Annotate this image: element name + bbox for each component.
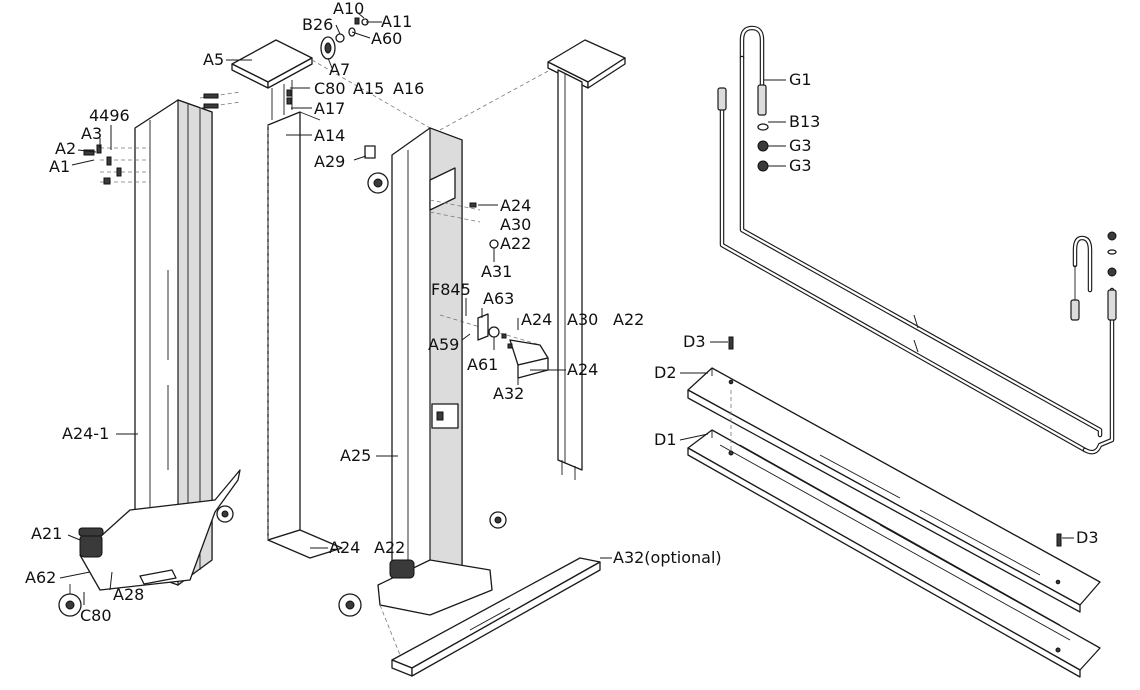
label-c80-top: C80 (314, 79, 346, 98)
label-g3-a: G3 (789, 136, 812, 155)
label-d3-a: D3 (683, 332, 706, 351)
label-f845: F845 (431, 280, 471, 299)
top-plate-a5 (231, 39, 313, 120)
label-a21: A21 (31, 524, 63, 543)
label-c80-bottom: C80 (80, 606, 112, 625)
label-4496: 4496 (89, 106, 130, 125)
label-a16: A16 (393, 79, 425, 98)
label-a22-b: A22 (613, 310, 645, 329)
pin-d3-top (728, 336, 734, 350)
label-a7: A7 (329, 60, 351, 79)
post-column-a24-1 (58, 99, 241, 617)
cover-panel-a14 (267, 111, 343, 559)
label-a32-optional: A32(optional) (613, 548, 722, 567)
label-a60: A60 (371, 29, 403, 48)
label-a10: A10 (333, 0, 365, 18)
label-a31: A31 (481, 262, 513, 281)
label-a63: A63 (483, 289, 515, 308)
label-a5: A5 (203, 50, 225, 69)
label-b13: B13 (789, 112, 821, 131)
post-column-a25 (338, 127, 507, 617)
label-a30-b: A30 (567, 310, 599, 329)
bolt-set-top (199, 91, 241, 109)
label-a1: A1 (49, 157, 71, 176)
bolt-set-a24-a30 (429, 199, 499, 249)
label-a24-c: A24 (567, 360, 599, 379)
leader-lines (59, 12, 1074, 605)
tube-assembly-g1 (717, 25, 1117, 455)
label-a29: A29 (314, 152, 346, 171)
label-a32: A32 (493, 384, 525, 403)
label-a24-d: A24 (329, 538, 361, 557)
label-a11: A11 (381, 12, 413, 31)
label-g1: G1 (789, 70, 812, 89)
pin-d3-bottom (1056, 533, 1062, 547)
label-a25: A25 (340, 446, 372, 465)
label-a15: A15 (353, 79, 385, 98)
pulley-a7 (320, 17, 369, 60)
label-a62: A62 (25, 568, 57, 587)
label-d1: D1 (654, 430, 677, 449)
rail-d2 (687, 367, 1101, 613)
label-a30-a: A30 (500, 215, 532, 234)
bolt-set-a1-a3 (83, 144, 150, 185)
label-b26: B26 (302, 15, 334, 34)
label-a61: A61 (467, 355, 499, 374)
label-a22-a: A22 (500, 234, 532, 253)
label-a59: A59 (428, 335, 460, 354)
bottom-rail-a32-optional (379, 557, 601, 677)
label-a22-c: A22 (374, 538, 406, 557)
label-d2: D2 (654, 363, 677, 382)
label-a24-a: A24 (500, 196, 532, 215)
label-d3-b: D3 (1076, 528, 1099, 547)
label-a14: A14 (314, 126, 346, 145)
label-a24-1: A24-1 (62, 424, 110, 443)
label-a2: A2 (55, 139, 77, 158)
rail-d1 (687, 390, 1101, 678)
label-a3: A3 (81, 124, 103, 143)
label-g3-b: G3 (789, 156, 812, 175)
label-a17: A17 (314, 99, 346, 118)
label-a28: A28 (113, 585, 145, 604)
label-a24-b: A24 (521, 310, 553, 329)
cover-column-right (547, 39, 626, 480)
